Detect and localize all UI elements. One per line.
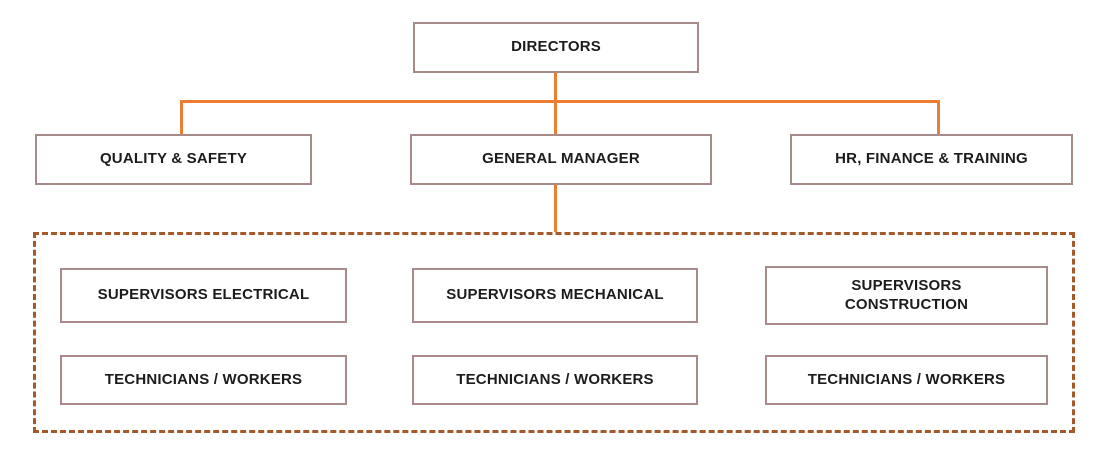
node-supervisors-mechanical-label: SUPERVISORS MECHANICAL: [446, 286, 664, 304]
node-hr-finance-training: HR, FINANCE & TRAINING: [790, 134, 1073, 185]
node-technicians-workers-label: TECHNICIANS / WORKERS: [104, 370, 303, 388]
node-technicians-workers-construction: TECHNICIANS / WORKERS: [765, 355, 1048, 405]
node-supervisors-construction: SUPERVISORS CONSTRUCTION: [765, 266, 1048, 325]
node-supervisors-construction-label: SUPERVISORS CONSTRUCTION: [844, 276, 969, 313]
node-technicians-workers-electrical: TECHNICIANS / WORKERS: [60, 355, 347, 405]
node-quality-safety: QUALITY & SAFETY: [35, 134, 312, 185]
node-technicians-workers-mechanical: TECHNICIANS / WORKERS: [412, 355, 698, 405]
node-supervisors-mechanical: SUPERVISORS MECHANICAL: [412, 268, 698, 323]
node-technicians-workers-label: TECHNICIANS / WORKERS: [456, 370, 654, 388]
connector-directors-down: [554, 73, 557, 102]
node-general-manager: GENERAL MANAGER: [410, 134, 712, 185]
connector-gm-to-group: [554, 185, 557, 232]
connector-drop-hr-finance: [937, 100, 940, 134]
node-directors: DIRECTORS: [413, 22, 699, 73]
node-supervisors-electrical-label: SUPERVISORS ELECTRICAL: [97, 286, 310, 304]
node-technicians-workers-label: TECHNICIANS / WORKERS: [807, 370, 1006, 388]
connector-horizontal-branch: [180, 100, 940, 103]
node-directors-label: DIRECTORS: [511, 38, 601, 56]
node-supervisors-electrical: SUPERVISORS ELECTRICAL: [60, 268, 347, 323]
operations-group-outline: [33, 232, 1075, 433]
connector-drop-quality-safety: [180, 100, 183, 134]
node-hr-finance-training-label: HR, FINANCE & TRAINING: [835, 150, 1028, 168]
node-quality-safety-label: QUALITY & SAFETY: [99, 150, 248, 168]
node-general-manager-label: GENERAL MANAGER: [482, 150, 640, 168]
connector-drop-general-manager: [554, 100, 557, 134]
